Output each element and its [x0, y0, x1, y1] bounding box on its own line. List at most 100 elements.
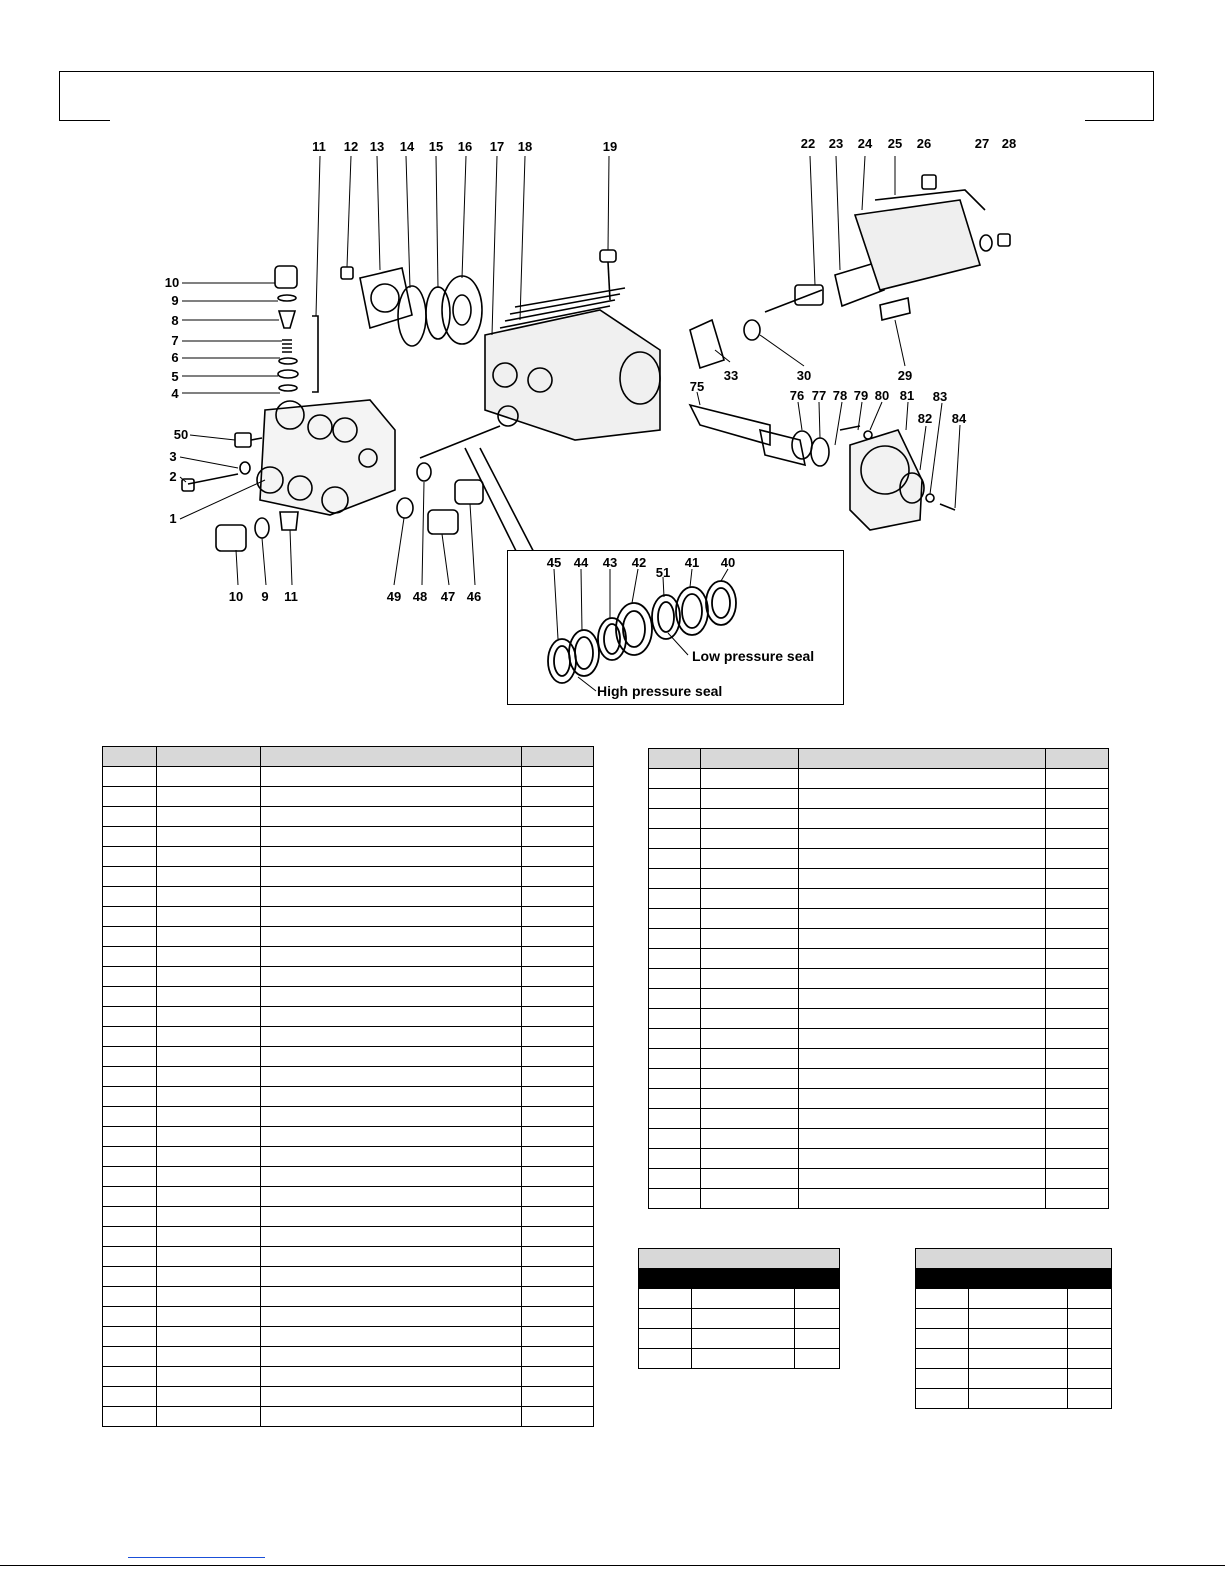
high-pressure-seal-label: High pressure seal — [597, 683, 722, 699]
parts-table-right-cell — [700, 828, 799, 849]
callout-23: 23 — [829, 136, 843, 151]
parts-table-left-cell — [102, 1306, 157, 1327]
parts-table-left-cell — [102, 926, 157, 947]
parts-table-left-cell — [521, 986, 594, 1007]
callout-10: 10 — [165, 275, 179, 290]
parts-table-right-cell — [700, 1068, 799, 1089]
parts-table-right-cell — [798, 828, 1046, 849]
parts-table-right-cell — [700, 808, 799, 829]
parts-table-right-row — [648, 1028, 1109, 1049]
parts-table-left-cell — [521, 1366, 594, 1387]
callout-44: 44 — [574, 555, 589, 570]
kit-table-left-cell — [793, 1308, 841, 1329]
parts-table-left-row — [102, 1266, 594, 1287]
parts-table-left-row — [102, 946, 594, 967]
parts-table-right-row — [648, 1168, 1109, 1189]
parts-table-left-header — [102, 746, 594, 767]
kit-table-right-cell — [1066, 1328, 1113, 1349]
parts-table-right-cell — [1045, 988, 1109, 1009]
parts-table-left-cell — [260, 1126, 522, 1147]
parts-table-left-cell — [156, 946, 261, 967]
callout-18: 18 — [518, 139, 532, 154]
parts-table-left-cell — [156, 1066, 261, 1087]
parts-table-left-cell — [521, 1106, 594, 1127]
parts-table-left-row — [102, 1086, 594, 1107]
parts-table-left-cell — [102, 906, 157, 927]
callout-9-bottom: 9 — [261, 589, 268, 604]
parts-table-left-cell — [102, 1286, 157, 1307]
parts-table-left-cell — [102, 886, 157, 907]
parts-table-right-row — [648, 888, 1109, 909]
parts-table-left-cell — [521, 1126, 594, 1147]
kit-table-right-cell — [968, 1368, 1068, 1389]
parts-table-left-cell — [260, 866, 522, 887]
parts-table-right-cell — [648, 888, 701, 909]
parts-table-left-cell — [156, 1106, 261, 1127]
pump-exploded-diagram: 11 12 13 14 15 16 17 18 19 22 23 24 25 2… — [165, 136, 1016, 681]
footer-link[interactable] — [128, 1557, 265, 1558]
parts-table-left-cell — [521, 1246, 594, 1267]
seal-detail-diagram: 45 44 43 42 51 41 40 Low pressure seal H… — [547, 555, 814, 699]
callout-11-top: 11 — [312, 139, 326, 154]
callout-14: 14 — [400, 139, 415, 154]
callout-7: 7 — [171, 333, 178, 348]
parts-table-left-row — [102, 1146, 594, 1167]
kit-table-right-cell — [968, 1388, 1068, 1409]
kit-table-left-cell — [691, 1288, 795, 1309]
parts-table-right-cell — [1045, 848, 1109, 869]
parts-table-left-cell — [521, 1026, 594, 1047]
parts-table-right-cell — [648, 988, 701, 1009]
parts-table-left-cell — [260, 926, 522, 947]
kit-table-right-cell — [915, 1368, 969, 1389]
low-pressure-seal-label: Low pressure seal — [692, 648, 814, 664]
parts-table-right-row — [648, 848, 1109, 869]
callout-81: 81 — [900, 388, 914, 403]
callout-33: 33 — [724, 368, 738, 383]
kit-table-left-header — [637, 1248, 841, 1269]
callout-84: 84 — [952, 411, 967, 426]
parts-table-left-cell — [156, 1126, 261, 1147]
parts-table-left-row — [102, 1326, 594, 1347]
parts-table-left — [102, 746, 594, 1427]
callout-40: 40 — [721, 555, 735, 570]
kit-table-right-row — [915, 1308, 1113, 1329]
callout-26: 26 — [917, 136, 931, 151]
parts-table-right-cell — [798, 928, 1046, 949]
parts-table-right-cell — [798, 1128, 1046, 1149]
parts-table-left-cell — [156, 1326, 261, 1347]
kit-table-left-cell — [638, 1348, 692, 1369]
parts-table-left-cell — [102, 1146, 157, 1167]
parts-table-left-cell — [260, 1226, 522, 1247]
callout-9: 9 — [171, 293, 178, 308]
kit-table-right-cell — [968, 1328, 1068, 1349]
parts-table-right-row — [648, 948, 1109, 969]
parts-table-left-cell — [156, 1046, 261, 1067]
parts-table-left-cell — [260, 1406, 522, 1427]
callout-79: 79 — [854, 388, 868, 403]
parts-table-left-cell — [156, 1346, 261, 1367]
parts-table-right-cell — [648, 908, 701, 929]
parts-table-right — [648, 748, 1109, 1209]
parts-table-right-row — [648, 1008, 1109, 1029]
kit-table-right-cell — [968, 1308, 1068, 1329]
parts-table-right-cell — [700, 1148, 799, 1169]
callout-6: 6 — [171, 350, 178, 365]
parts-table-right-cell — [798, 1028, 1046, 1049]
kit-table-right-cell — [1066, 1368, 1113, 1389]
parts-table-right-cell — [1045, 1068, 1109, 1089]
parts-table-left-cell — [102, 786, 157, 807]
parts-table-right-row — [648, 808, 1109, 829]
parts-table-left-cell — [521, 1146, 594, 1167]
parts-table-right-cell — [798, 988, 1046, 1009]
parts-table-left-cell — [260, 1266, 522, 1287]
callout-1: 1 — [169, 511, 176, 526]
parts-table-right-cell — [648, 1128, 701, 1149]
parts-table-left-cell — [521, 766, 594, 787]
parts-table-right-cell — [648, 1188, 701, 1209]
parts-table-right-cell — [1045, 788, 1109, 809]
parts-table-left-cell — [102, 1106, 157, 1127]
parts-table-right-cell — [648, 948, 701, 969]
parts-table-right-cell — [798, 908, 1046, 929]
parts-table-left-cell — [260, 1066, 522, 1087]
parts-table-left-row — [102, 966, 594, 987]
